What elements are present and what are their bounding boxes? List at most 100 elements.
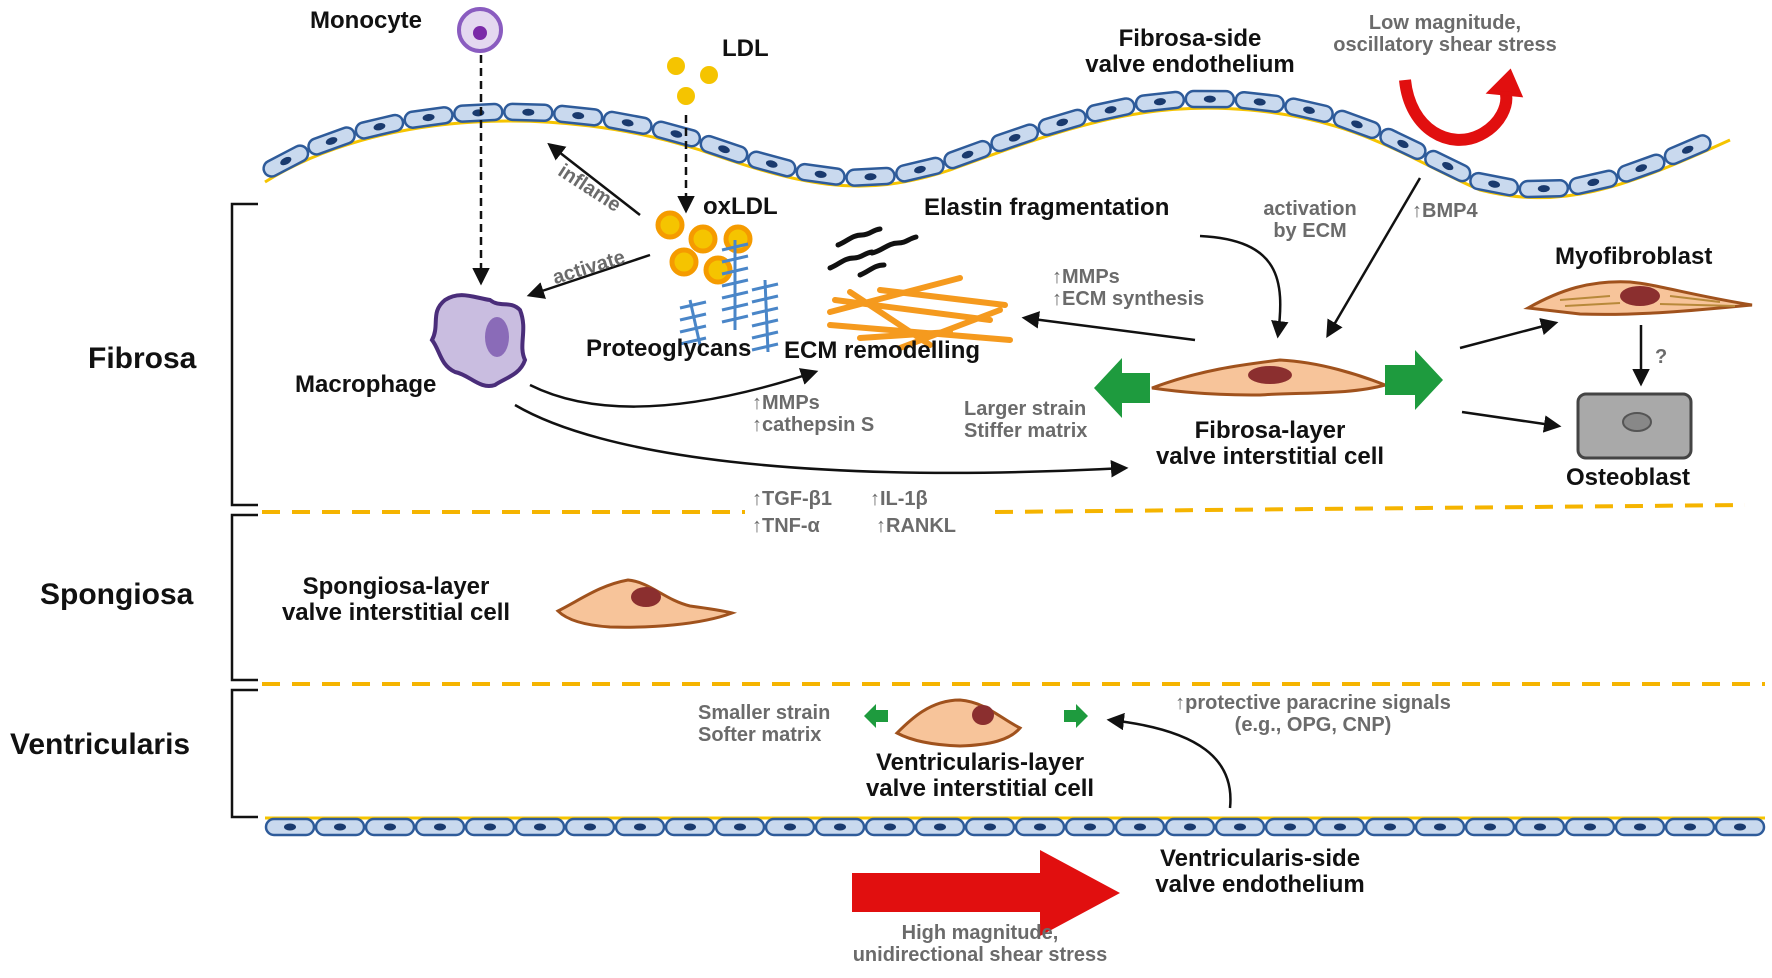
endothelial-cell	[1661, 131, 1715, 168]
macrophage-icon	[429, 293, 528, 388]
low-shear-label-line2: oscillatory shear stress	[1333, 34, 1557, 56]
endothelial-cell	[1330, 107, 1384, 142]
stiffer-matrix-label: Stiffer matrix	[964, 420, 1088, 442]
endothelial-cell	[893, 155, 947, 185]
endothelial-cell	[988, 121, 1042, 155]
oxldl-label: oxLDL	[703, 193, 778, 220]
endothelial-cell	[714, 817, 766, 837]
endothelial-cell	[464, 817, 516, 837]
endothelial-cell	[1282, 95, 1336, 125]
endothelial-cell	[264, 817, 316, 837]
endothelial-cell	[514, 817, 566, 837]
endothelial-cell	[1064, 817, 1116, 837]
protective-signals-label-line1: ↑protective paracrine signals	[1175, 692, 1451, 714]
high-shear-label: High magnitude, unidirectional shear str…	[830, 922, 1130, 966]
fibrosa-spongiosa-boundary-right	[994, 503, 1746, 514]
high-shear-label-line2: unidirectional shear stress	[852, 944, 1108, 966]
mmps-cathepsin-label: ↑MMPs ↑cathepsin S	[752, 392, 874, 436]
endothelial-cell	[259, 141, 313, 181]
spongiosa-vic-label-line1: Spongiosa-layer	[302, 573, 490, 600]
ecm-remodelling-label: ECM remodelling	[784, 337, 981, 364]
mmps-ecm-label: ↑MMPs ↑ECM synthesis	[1052, 266, 1204, 310]
mmps-cathepsin-label-line1: ↑MMPs	[752, 392, 820, 414]
oscillatory-shear-arrow	[1399, 79, 1513, 146]
fibrosa-vic-label: Fibrosa-layer valve interstitial cell	[1130, 417, 1410, 471]
larger-strain-label: Larger strain	[964, 398, 1087, 420]
question-label: ?	[1655, 346, 1668, 368]
endothelial-cell	[1614, 817, 1666, 837]
endothelial-cell	[914, 817, 966, 837]
endothelial-cell	[1364, 817, 1416, 837]
endothelial-cell	[502, 102, 554, 123]
osteoblast-label: Osteoblast	[1566, 464, 1691, 491]
spongiosa-vic-icon	[555, 578, 738, 629]
endothelial-cell	[614, 817, 666, 837]
endothelial-cell	[314, 817, 366, 837]
endothelial-cell	[1467, 170, 1521, 198]
ventricularis-endothelium-label-line2: valve endothelium	[1155, 871, 1365, 899]
endothelial-cell	[1114, 817, 1166, 837]
endothelial-cell	[664, 817, 716, 837]
high-shear-label-line1: High magnitude,	[901, 922, 1059, 944]
endothelial-cell	[1414, 817, 1466, 837]
elastin-fragments-icon	[827, 226, 919, 278]
strain-arrow-left	[1094, 358, 1150, 418]
endothelial-cell	[305, 124, 359, 158]
ventricularis-vic-label: Ventricularis-layer valve interstitial c…	[840, 749, 1120, 803]
macrophage-to-vic-arrow	[514, 403, 1129, 478]
activation-ecm-label: activation by ECM	[1240, 198, 1380, 242]
oscillatory-shear-arrowhead	[1485, 68, 1524, 98]
fibrosa-endothelium-label-line1: Fibrosa-side	[1118, 25, 1262, 52]
macrophage-to-ecm-arrow	[529, 368, 819, 408]
inflame-arrow	[547, 142, 641, 216]
mmps-ecm-label-line1: ↑MMPs	[1052, 266, 1120, 288]
layer-label-fibrosa: Fibrosa	[88, 342, 197, 375]
endothelial-cell	[564, 817, 616, 837]
fibrosa-endothelium-label-line2: valve endothelium	[1085, 51, 1295, 79]
endothelial-cell	[1714, 817, 1766, 837]
endothelial-cell	[864, 817, 916, 837]
protective-signals-label: ↑protective paracrine signals (e.g., OPG…	[1148, 692, 1478, 736]
endothelial-cell	[1214, 817, 1266, 837]
ventricularis-endothelium-label: Ventricularis-side valve endothelium	[1130, 845, 1390, 899]
activation-ecm-label-line1: activation	[1263, 198, 1357, 220]
endothelial-cell	[552, 103, 605, 128]
endothelial-cell	[1614, 151, 1668, 186]
endothelial-cell	[1184, 89, 1236, 109]
endothelial-cell	[1566, 167, 1620, 197]
endothelial-cell	[353, 112, 406, 142]
rankl-label: ↑RANKL	[876, 515, 956, 537]
endothelial-cell	[844, 166, 897, 188]
endothelial-cell	[1464, 817, 1516, 837]
osteoblast-icon	[1576, 392, 1693, 460]
unidirectional-shear-arrow	[852, 850, 1120, 936]
fibrosa-vic-label-line2: valve interstitial cell	[1155, 443, 1385, 471]
protective-signal-arrow	[1106, 712, 1232, 809]
ventricularis-bracket	[230, 688, 258, 819]
proteoglycans-label: Proteoglycans	[586, 335, 752, 362]
il1-label: ↑IL-1β	[870, 488, 928, 510]
myofibroblast-icon	[1523, 280, 1753, 316]
ldl-particles-icon	[667, 57, 718, 105]
fibrosa-vic-label-line1: Fibrosa-layer	[1194, 417, 1346, 444]
small-strain-arrow-left	[864, 704, 888, 728]
mmps-ecm-label-line2: ↑ECM synthesis	[1052, 288, 1205, 310]
mmps-cathepsin-label-line2: ↑cathepsin S	[752, 414, 875, 436]
fibrosa-vic-icon	[1151, 358, 1390, 397]
elastin-label: Elastin fragmentation	[924, 194, 1170, 221]
low-shear-label: Low magnitude, oscillatory shear stress	[1305, 12, 1585, 56]
endothelial-cell	[1376, 125, 1430, 163]
endothelial-cell	[794, 161, 847, 187]
vic-to-osteoblast-arrow	[1461, 410, 1562, 433]
ldl-label: LDL	[722, 35, 769, 62]
softer-matrix-label: Softer matrix	[698, 724, 822, 746]
macrophage-label: Macrophage	[295, 371, 437, 398]
protective-signals-label-line2: (e.g., OPG, CNP)	[1234, 714, 1392, 736]
endothelial-cell	[1014, 817, 1066, 837]
fibrosa-bracket	[230, 202, 258, 507]
endothelial-cell	[1164, 817, 1216, 837]
small-strain-label: Smaller strain Softer matrix	[698, 702, 830, 746]
smaller-strain-label: Smaller strain	[698, 702, 831, 724]
low-shear-label-line1: Low magnitude,	[1368, 12, 1522, 34]
